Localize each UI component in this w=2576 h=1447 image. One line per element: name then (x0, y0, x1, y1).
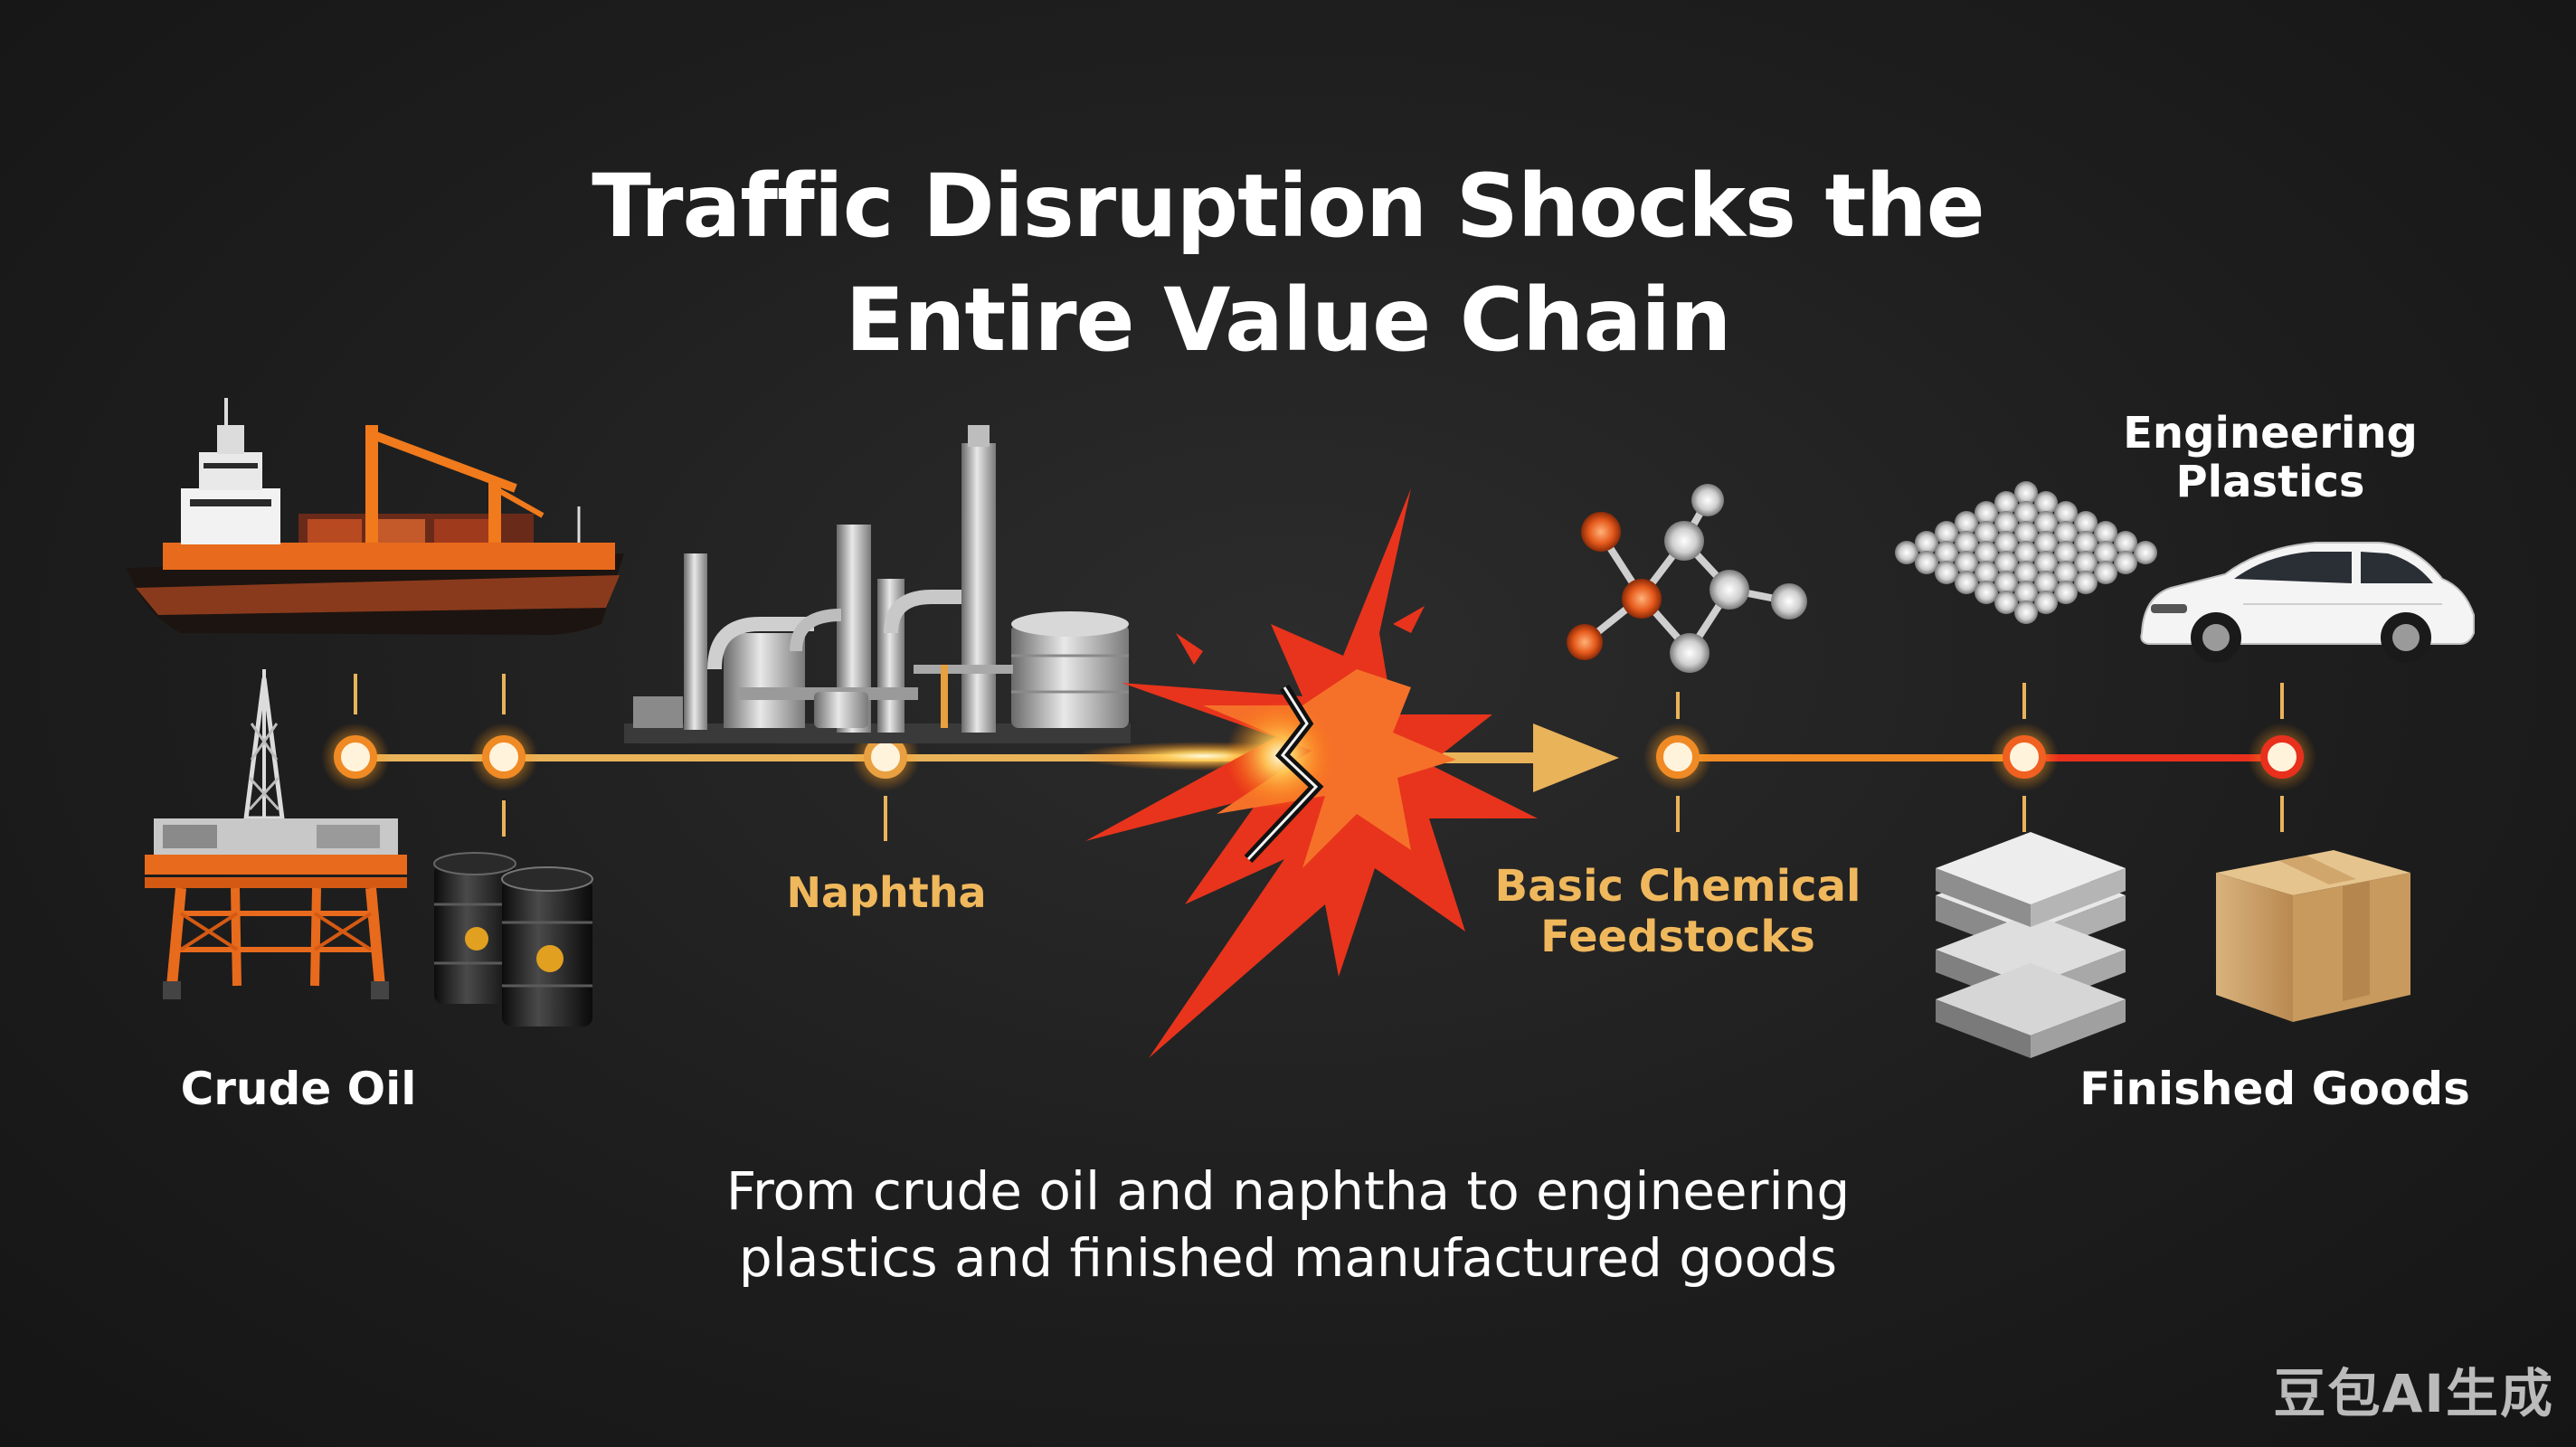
title-line-1: Traffic Disruption Shocks the (592, 156, 1985, 257)
pellet (1955, 531, 1978, 554)
pellet (1975, 501, 1998, 525)
label-finished-goods: Finished Goods (2079, 1063, 2470, 1115)
pellet (2094, 541, 2117, 564)
pellet (1955, 511, 1978, 534)
pellet (1975, 581, 1998, 604)
subtitle-line-2: plastics and finished manufactured goods (738, 1227, 1838, 1289)
pellet (2054, 521, 2078, 544)
pellet (2054, 501, 2078, 525)
ai-watermark: 豆包AI生成 (2273, 1363, 2554, 1424)
pellet (2034, 571, 2058, 594)
label-engineering-plastics-line-2: Plastics (2175, 457, 2365, 507)
pellet (1955, 551, 1978, 574)
node-finished-goods (2248, 683, 2316, 832)
pellet (1994, 511, 2018, 534)
pellet (1955, 571, 1978, 594)
label-engineering-plastics-line-1: Engineering (2123, 408, 2418, 459)
pellet (2054, 581, 2078, 604)
pellet (2114, 531, 2137, 554)
pellet (2074, 571, 2098, 594)
pellet (2094, 521, 2117, 544)
car-icon (2140, 542, 2475, 663)
subtitle-line-1: From crude oil and naphtha to engineerin… (725, 1160, 1851, 1222)
pellet (2074, 551, 2098, 574)
pellet (2134, 541, 2157, 564)
pellet (1935, 541, 1958, 564)
label-basic-chemical-feedstocks: Basic Chemical Feedstocks (1483, 861, 1872, 962)
pellet (2014, 561, 2038, 584)
cargo-ship-icon (127, 398, 624, 635)
label-crude-oil: Crude Oil (180, 1063, 417, 1115)
label-engineering-plastics: Engineering Plastics (2117, 409, 2424, 506)
plastic-sheets-icon (1936, 832, 2126, 1058)
pellet (1994, 531, 2018, 554)
pellet (2054, 561, 2078, 584)
page-title: Traffic Disruption Shocks the Entire Val… (0, 149, 2576, 377)
label-basic-chemical-line-2: Feedstocks (1540, 912, 1815, 962)
subtitle: From crude oil and naphtha to engineerin… (0, 1158, 2576, 1291)
pellet (1915, 531, 1938, 554)
pellet (2014, 581, 2038, 604)
pellet (2034, 551, 2058, 574)
pellet (2014, 501, 2038, 525)
node-basic-chemical (1643, 692, 1712, 832)
pellet (2014, 481, 2038, 505)
pellet (1915, 551, 1938, 574)
chain-nodes (321, 674, 2316, 841)
molecule-icon (1567, 484, 1807, 673)
title-line-2: Entire Value Chain (845, 270, 1731, 371)
pellet (2054, 541, 2078, 564)
pellet (2014, 541, 2038, 564)
pellet (2034, 531, 2058, 554)
pellet (1975, 521, 1998, 544)
pellet (2074, 531, 2098, 554)
pellet (1994, 491, 2018, 515)
node-crude-oil-1 (321, 674, 390, 791)
pellets-icon (1895, 481, 2157, 624)
pellet (2014, 601, 2038, 624)
pellet (2094, 561, 2117, 584)
oil-barrels-icon (433, 852, 593, 1026)
pellet (2034, 511, 2058, 534)
pellet (1975, 561, 1998, 584)
pellet (2114, 551, 2137, 574)
pellet (2014, 521, 2038, 544)
pellet (2034, 491, 2058, 515)
refinery-icon (624, 425, 1131, 743)
arrow-head-icon (1533, 724, 1619, 792)
explosion-icon (1085, 488, 1538, 1058)
node-engineering-plastics (1990, 683, 2059, 832)
pellet (1895, 541, 1918, 564)
node-crude-oil-2 (469, 674, 538, 837)
pellet (1994, 591, 2018, 614)
cardboard-box-icon (2216, 850, 2410, 1022)
oil-rig-icon (145, 669, 407, 999)
pellet (1994, 551, 2018, 574)
pellet (2034, 591, 2058, 614)
pellet (1994, 571, 2018, 594)
label-naphtha: Naphtha (786, 868, 987, 917)
label-basic-chemical-line-1: Basic Chemical (1494, 861, 1861, 912)
pellet (2074, 511, 2098, 534)
pellet (1935, 561, 1958, 584)
pellet (1975, 541, 1998, 564)
pellet (1935, 521, 1958, 544)
